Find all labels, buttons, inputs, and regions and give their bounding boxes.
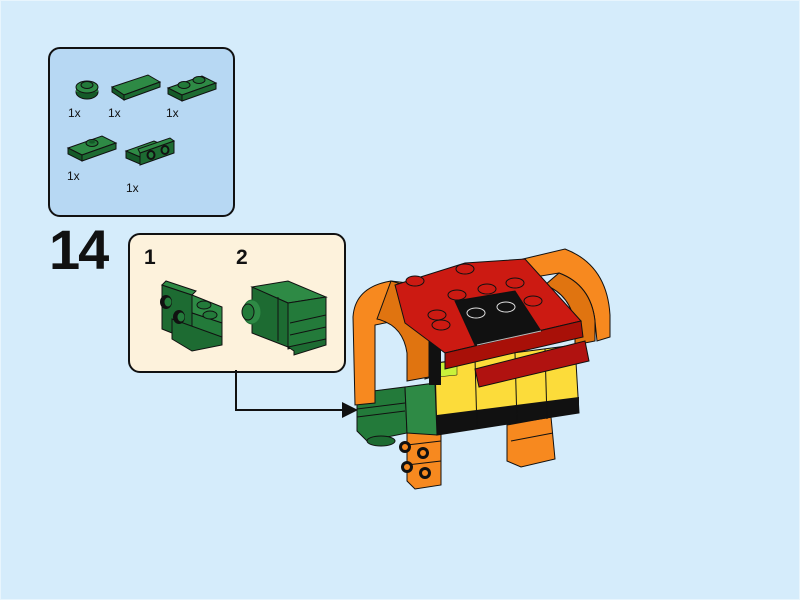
substep-1-assembly-icon [160, 280, 223, 352]
part-qty: 1x [166, 106, 179, 120]
main-model-illustration [352, 248, 611, 490]
callout-arrow [235, 370, 358, 418]
sub-assembly-panel: 1 2 [128, 233, 346, 373]
substep-number: 1 [144, 246, 156, 269]
tile-icon [110, 74, 162, 101]
part-qty: 1x [126, 181, 139, 195]
substep-2-assembly-icon [241, 280, 328, 356]
part-qty: 1x [68, 106, 81, 120]
substep-number: 2 [236, 246, 248, 269]
step-number: 14 [49, 218, 109, 281]
plate-icon [166, 75, 218, 102]
bracket-icon [124, 137, 176, 166]
part-qty: 1x [108, 106, 121, 120]
parts-list-panel: 1x 1x 1x 1x 1x [48, 47, 235, 217]
round-plate-icon [75, 80, 99, 100]
part-qty: 1x [67, 169, 80, 183]
jumper-plate-icon [66, 135, 118, 162]
